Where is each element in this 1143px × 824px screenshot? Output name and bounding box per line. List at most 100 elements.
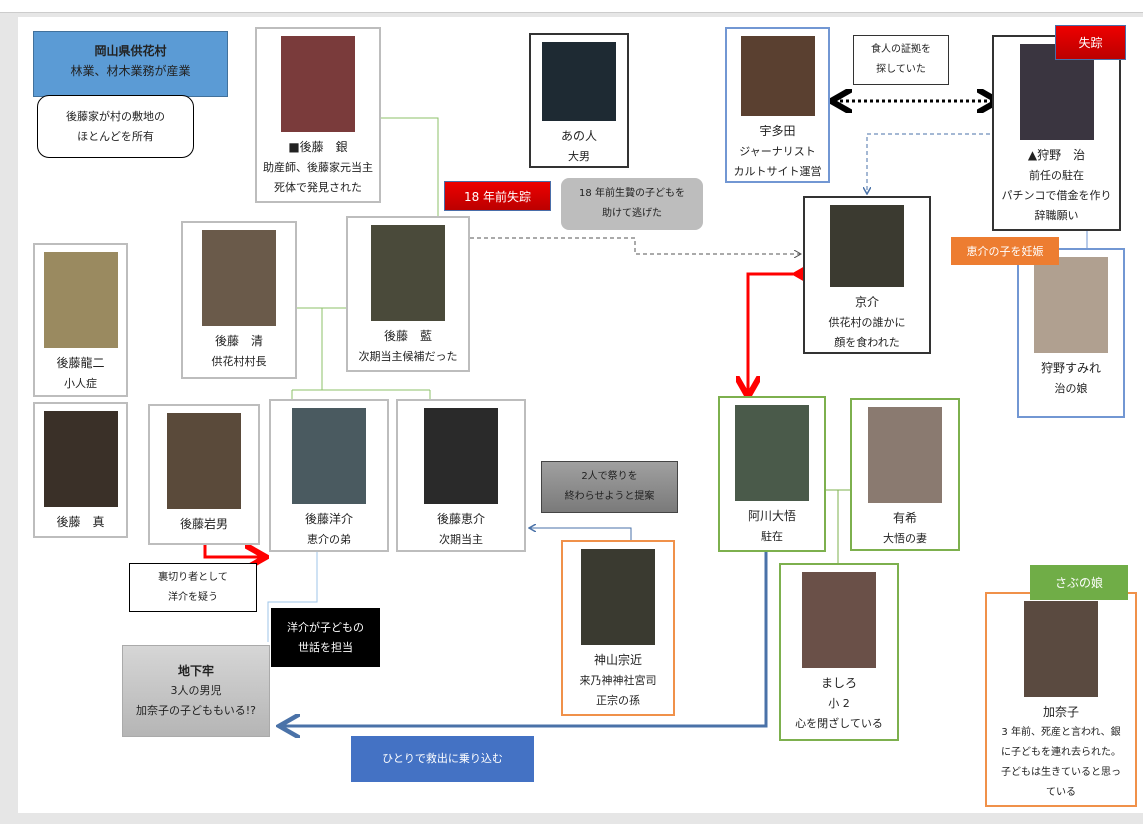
missing-label: 失踪 (1055, 25, 1126, 60)
character-name: 京介 (854, 295, 879, 309)
portrait-photo (1034, 257, 1108, 353)
character-card-kano_osamu: ▲狩野 治前任の駐在パチンコで借金を作り辞職願い (992, 35, 1121, 231)
character-desc: 正宗の孫 (596, 694, 640, 707)
callout-line: 洋介が子どもの (287, 620, 364, 634)
callout-line: 終わらせようと提案 (564, 491, 655, 502)
character-desc: 来乃神神社宮司 (579, 674, 657, 687)
callout-line: 世話を担当 (298, 640, 353, 654)
character-name: 後藤龍二 (56, 356, 105, 370)
character-desc: 助産師、後藤家元当主 (263, 161, 373, 174)
portrait-photo (281, 36, 355, 132)
portrait-photo (1019, 44, 1094, 140)
village-note: 後藤家が村の敷地の ほとんどを所有 (37, 95, 194, 158)
callout-line: 洋介を疑う (168, 591, 218, 603)
traitor-callout: 裏切り者として洋介を疑う (129, 563, 257, 612)
character-desc: パチンコで借金を作り (1001, 189, 1112, 202)
portrait-photo (202, 230, 276, 326)
callout-line: 助けて逃げた (602, 208, 662, 219)
character-desc: 治の娘 (1054, 382, 1088, 395)
character-card-makoto: 後藤 真 (33, 402, 128, 538)
character-desc: 小人症 (64, 377, 97, 390)
character-card-utada: 宇多田ジャーナリストカルトサイト運営 (725, 27, 830, 183)
character-desc: ジャーナリスト (739, 145, 816, 158)
callout-line: 18 年前生贄の子どもを (579, 188, 685, 199)
character-desc: 次期当主候補だった (358, 350, 458, 363)
character-card-mashiro: ましろ小 2 心を閉ざしている (779, 563, 899, 741)
portrait-photo (292, 408, 366, 504)
character-card-daigo: 阿川大悟駐在 (718, 396, 826, 552)
portrait-photo (1024, 601, 1098, 697)
character-desc: 子どもは生きていると思っ (1001, 767, 1121, 778)
portrait-photo (542, 42, 616, 121)
character-desc: 駐在 (761, 530, 783, 543)
character-desc: に子どもを連れ去られた。 (1001, 747, 1121, 758)
rescue-callout: ひとりで救出に乗り込む (351, 736, 534, 782)
character-name: ましろ (820, 676, 857, 690)
portrait-photo (740, 36, 815, 116)
dungeon-line: 加奈子の子どももいる!? (135, 704, 257, 717)
character-name: 加奈子 (1042, 705, 1079, 719)
character-desc: 小 2 (828, 697, 850, 710)
character-desc: 3 年前、死産と言われ、銀 (1001, 727, 1121, 738)
portrait-photo (43, 411, 118, 507)
character-name: 後藤 清 (214, 334, 263, 348)
note-line: 後藤家が村の敷地の (66, 109, 165, 123)
character-name: 後藤洋介 (304, 512, 353, 526)
character-card-ryuji: 後藤龍二小人症 (33, 243, 128, 397)
portrait-photo (735, 405, 809, 501)
character-card-anohito: あの人大男 (529, 33, 629, 168)
portrait-photo (424, 408, 498, 504)
character-card-yuki: 有希大悟の妻 (850, 398, 960, 551)
note-line: ほとんどを所有 (77, 129, 154, 143)
title-bar (0, 0, 1143, 13)
character-name: 有希 (892, 511, 917, 525)
character-name: 宇多田 (759, 124, 796, 138)
character-desc: ている (1046, 787, 1076, 798)
character-name: 後藤 真 (56, 515, 105, 529)
portrait-photo (43, 252, 118, 348)
character-name: 後藤岩男 (179, 517, 228, 531)
dungeon-box: 地下牢 3人の男児 加奈子の子どももいる!? (122, 645, 270, 737)
character-card-kyosuke: 京介供花村の誰かに顔を食われた (803, 196, 931, 354)
character-card-kanako: 加奈子 3 年前、死産と言われ、銀に子どもを連れ去られた。子どもは生きていると思っ… (985, 592, 1137, 807)
caretaker-callout: 洋介が子どもの世話を担当 (271, 608, 380, 667)
character-card-gin: ■後藤 銀助産師、後藤家元当主死体で発見された (255, 27, 381, 203)
character-card-kiyoshi: 後藤 清供花村村長 (181, 221, 297, 379)
character-name: 後藤 藍 (383, 329, 432, 343)
portrait-photo (581, 549, 655, 645)
character-desc: 供花村の誰かに (828, 316, 906, 329)
character-desc: 恵介の弟 (307, 533, 351, 546)
character-card-sumire: 狩野すみれ治の娘 (1017, 248, 1125, 418)
character-name: 後藤恵介 (436, 512, 485, 526)
callout-line: 2人で祭りを (581, 471, 638, 482)
dungeon-title: 地下牢 (177, 664, 214, 678)
character-desc: 顔を食われた (834, 336, 900, 349)
sabu-daughter-label: さぶの娘 (1030, 565, 1128, 600)
portrait-photo (802, 572, 876, 668)
character-card-iwao: 後藤岩男 (148, 404, 260, 545)
character-card-kamiyama: 神山宗近来乃神神社宮司正宗の孫 (561, 540, 675, 716)
callout-line: 裏切り者として (158, 571, 228, 583)
character-card-keisuke: 後藤恵介次期当主 (396, 399, 526, 552)
evidence-callout: 食人の証拠を探していた (853, 35, 949, 85)
missing-18-label: 18 年前失踪 (444, 181, 551, 211)
callout-line: 探していた (876, 64, 926, 75)
village-box: 岡山県供花村 林業、材木業務が産業 (33, 31, 228, 97)
character-desc: 辞職願い (1034, 209, 1079, 222)
portrait-photo (167, 413, 241, 509)
character-card-ai: 後藤 藍次期当主候補だった (346, 216, 470, 372)
escaped-callout: 18 年前生贄の子どもを助けて逃げた (561, 178, 703, 230)
character-name: ▲狩野 治 (1027, 148, 1086, 162)
character-name: あの人 (560, 129, 597, 143)
callout-line: 食人の証拠を (871, 44, 931, 55)
character-name: 神山宗近 (593, 653, 642, 667)
character-name: ■後藤 銀 (288, 140, 348, 154)
portrait-photo (830, 205, 904, 287)
portrait-photo (371, 225, 445, 321)
festival-callout: 2人で祭りを終わらせようと提案 (541, 461, 678, 513)
character-desc: 供花村村長 (211, 355, 267, 368)
character-desc: カルトサイト運営 (733, 165, 822, 178)
character-desc: 心を閉ざしている (795, 717, 883, 730)
character-desc: 死体で発見された (274, 181, 362, 194)
character-desc: 大男 (568, 150, 590, 163)
